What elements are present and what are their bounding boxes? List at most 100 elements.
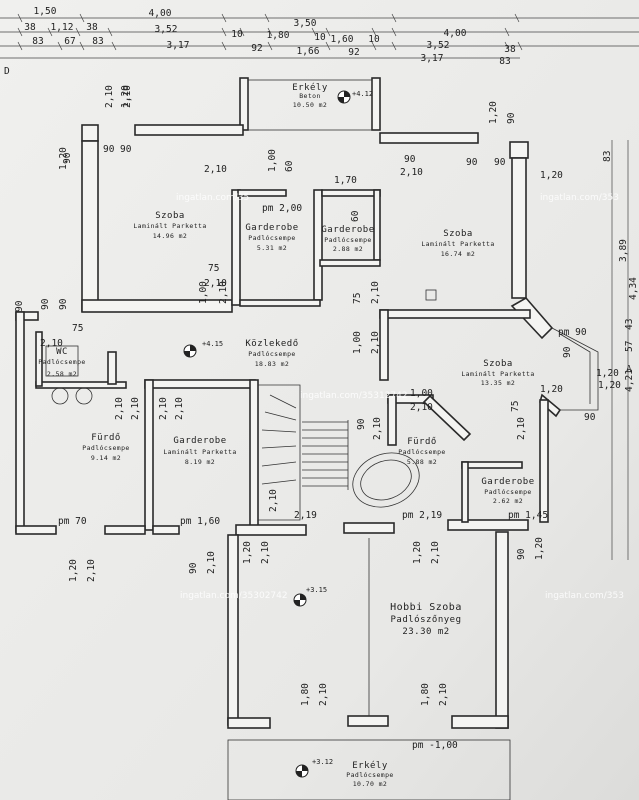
- svg-text:Padlócsempe: Padlócsempe: [398, 448, 445, 456]
- room-erkely-top: Erkély Beton 10.50 m2: [292, 82, 328, 109]
- dim-interior: 90: [404, 154, 416, 165]
- svg-text:2.62 m2: 2.62 m2: [493, 497, 523, 505]
- dim-interior: 1,80: [300, 683, 311, 706]
- svg-text:Padlócsempe: Padlócsempe: [248, 234, 295, 242]
- dim-interior: 90: [120, 144, 132, 155]
- washbasin-2: [75, 387, 93, 405]
- room-garderobe-2: Garderobe Padlócsempe 2.88 m2: [321, 225, 374, 253]
- dim-row3-4: 3,17: [167, 40, 190, 51]
- dim-interior: 90: [58, 298, 69, 310]
- dim-right-4: 57: [624, 341, 635, 352]
- svg-text:Garderobe: Garderobe: [481, 477, 534, 487]
- level-marker-hobby: +3.15: [293, 586, 327, 607]
- dim-interior: 1,20: [68, 559, 79, 582]
- dim-interior: pm 90: [558, 327, 587, 338]
- room-labels: Erkély Beton 10.50 m2 Szoba Laminált Par…: [38, 82, 534, 788]
- dim-interior: 1,20: [120, 85, 131, 108]
- svg-text:Laminált Parketta: Laminált Parketta: [461, 370, 534, 378]
- dim-top-1: 1,50: [34, 6, 57, 17]
- dim-interior: 1,20: [488, 101, 499, 124]
- dim-row2-5: 10: [231, 29, 243, 40]
- dim-row2-4: 3,52: [155, 24, 178, 35]
- dim-interior: 2,10: [438, 683, 449, 706]
- dim-interior: 2,10: [206, 551, 217, 574]
- room-erkely-bottom: Erkély Padlócsempe 10.70 m2: [346, 760, 393, 788]
- dim-row2-7: 10: [314, 32, 326, 43]
- dim-interior: 2,10: [204, 164, 227, 175]
- dim-row3-7: 92: [348, 47, 359, 58]
- svg-text:Szoba: Szoba: [483, 359, 513, 369]
- dim-right-1: 83: [602, 151, 613, 162]
- dim-interior: 2,10: [400, 167, 423, 178]
- svg-text:18.83 m2: 18.83 m2: [255, 360, 290, 368]
- dim-interior: 2,10: [122, 85, 133, 108]
- level-markers: +4.12 +4.15 +3.15 +3.12: [183, 90, 373, 778]
- svg-text:Erkély: Erkély: [352, 760, 388, 771]
- dim-interior: pm 2,19: [402, 510, 442, 521]
- watermark: ingatlan.com/353: [545, 591, 624, 601]
- dim-right-5: 43: [624, 319, 635, 330]
- dim-top-4: 4,00: [444, 28, 467, 39]
- dim-interior: 2,10: [130, 397, 141, 420]
- room-furdo-2: Fürdő Padlócsempe 5.88 m2: [398, 437, 445, 466]
- dim-interior: 90: [466, 157, 478, 168]
- svg-text:Erkély: Erkély: [292, 82, 328, 93]
- svg-text:Szoba: Szoba: [443, 229, 473, 239]
- dim-interior: 75: [72, 323, 83, 334]
- staircase: [258, 384, 349, 521]
- dim-interior: 60: [350, 210, 361, 222]
- top-dimension-chain: 1,50 4,00 3,50 4,00 38 1,12 38 3,52 10 1…: [0, 6, 639, 375]
- dim-interior: 2,10: [430, 541, 441, 564]
- axis-marker-left: D: [4, 66, 10, 77]
- dim-right-6: 4,21: [624, 369, 635, 392]
- dim-interior: 2,10: [370, 281, 381, 304]
- dim-interior: 2,10: [516, 417, 527, 440]
- dim-interior: 1,20: [596, 368, 619, 379]
- room-kozlekedo: Közlekedő Padlócsempe 18.83 m2: [245, 339, 298, 368]
- dim-interior: 2,10: [204, 278, 227, 289]
- dim-interior: 90: [103, 144, 115, 155]
- dim-interior: 1,00: [352, 331, 363, 354]
- dim-row3-1: 83: [32, 36, 43, 47]
- dim-interior: 75: [352, 293, 363, 304]
- svg-text:Beton: Beton: [299, 92, 321, 100]
- dim-interior: 1,20: [412, 541, 423, 564]
- dim-top-3: 3,50: [294, 18, 317, 29]
- room-szoba-1: Szoba Laminált Parketta 14.96 m2: [133, 211, 206, 240]
- dim-interior: 1,70: [334, 175, 357, 186]
- dim-interior: pm 1,60: [180, 516, 220, 527]
- svg-text:8.19 m2: 8.19 m2: [185, 458, 215, 466]
- dim-row2-2: 1,12: [51, 22, 74, 33]
- dim-row2-10: 3,52: [427, 40, 450, 51]
- dim-interior: 2,10: [86, 559, 97, 582]
- dim-interior: pm 70: [58, 516, 87, 527]
- dim-interior: 2,10: [174, 397, 185, 420]
- dim-interior: 60: [284, 160, 295, 172]
- dim-row3-8: 3,17: [421, 53, 444, 64]
- dim-interior: 90: [62, 152, 73, 164]
- dim-interior: 1,20: [58, 147, 69, 170]
- svg-text:Padlócsempe: Padlócsempe: [248, 350, 295, 358]
- svg-text:Laminált Parketta: Laminált Parketta: [163, 448, 236, 456]
- svg-text:+4.15: +4.15: [202, 340, 223, 348]
- dim-interior: 1,00: [267, 149, 278, 172]
- room-garderobe-4: Garderobe Padlócsempe 2.62 m2: [481, 477, 534, 505]
- dim-right-2: 3,89: [618, 239, 629, 262]
- fixtures: [45, 289, 437, 508]
- svg-text:Laminált Parketta: Laminált Parketta: [133, 222, 206, 230]
- svg-text:5.88 m2: 5.88 m2: [407, 458, 437, 466]
- svg-text:Padlócsempe: Padlócsempe: [82, 444, 129, 452]
- dim-row2-6: 1,80: [267, 30, 290, 41]
- level-marker-corridor: +4.15: [183, 340, 223, 358]
- bathtub: [352, 452, 420, 508]
- watermark: ingatlan.com/35312742: [300, 391, 408, 401]
- dim-interior: 90: [562, 346, 573, 358]
- dim-top-2: 4,00: [149, 8, 172, 19]
- svg-text:9.14 m2: 9.14 m2: [91, 454, 121, 462]
- dim-interior: 2,10: [260, 541, 271, 564]
- room-szoba-2: Szoba Laminált Parketta 16.74 m2: [421, 229, 494, 258]
- dim-interior: 2,10: [114, 397, 125, 420]
- dim-right-3: 4,34: [628, 277, 639, 300]
- svg-text:Laminált Parketta: Laminált Parketta: [421, 240, 494, 248]
- dim-interior: 2,10: [268, 489, 279, 512]
